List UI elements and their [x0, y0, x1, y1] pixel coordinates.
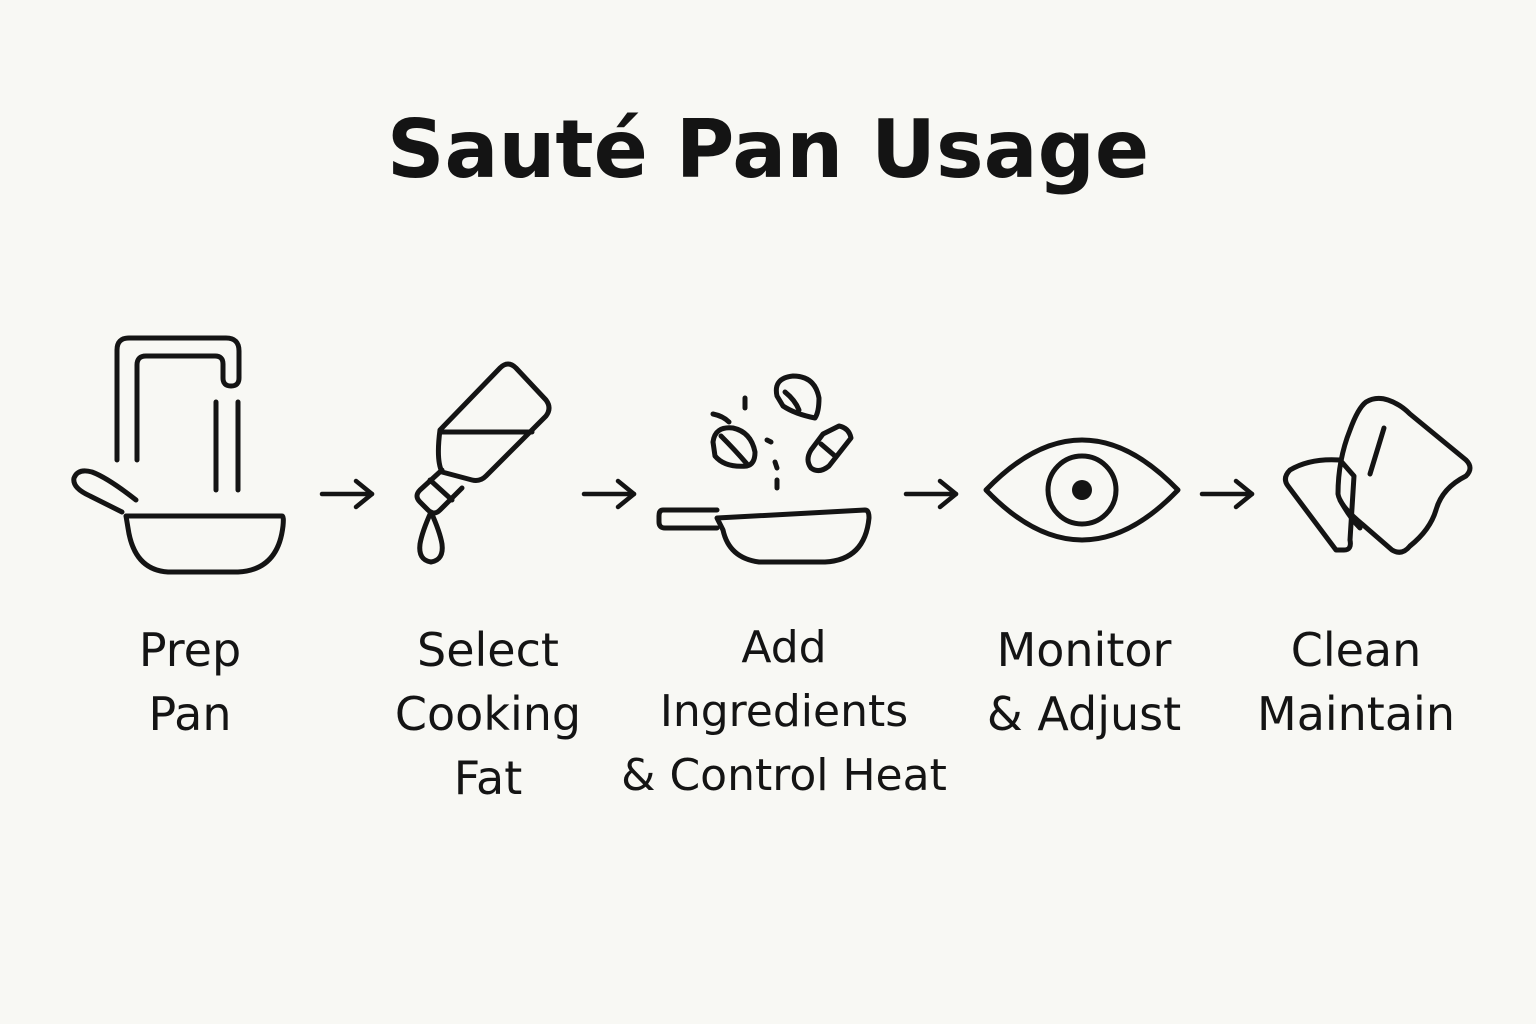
step-label-prep-pan: Prep Pan [138, 623, 242, 741]
step-label-add-ingredients: Add Ingredients & Control Heat [621, 622, 947, 801]
eye-icon [983, 437, 1181, 543]
cloth-icon [1282, 395, 1473, 555]
oil-bottle-icon [414, 361, 552, 565]
arrow-right-icon [1199, 478, 1255, 510]
arrow-right-icon [903, 478, 959, 510]
page-title: Sauté Pan Usage [386, 103, 1150, 196]
step-label-select-cooking-fat: Select Cooking Fat [394, 623, 582, 805]
step-label-clean-maintain: Clean Maintain [1257, 623, 1455, 741]
pan-ingredients-icon [656, 373, 872, 565]
step-label-monitor-adjust: Monitor & Adjust [986, 623, 1182, 741]
arrow-right-icon [319, 478, 375, 510]
faucet-pan-icon [71, 335, 286, 575]
arrow-right-icon [581, 478, 637, 510]
